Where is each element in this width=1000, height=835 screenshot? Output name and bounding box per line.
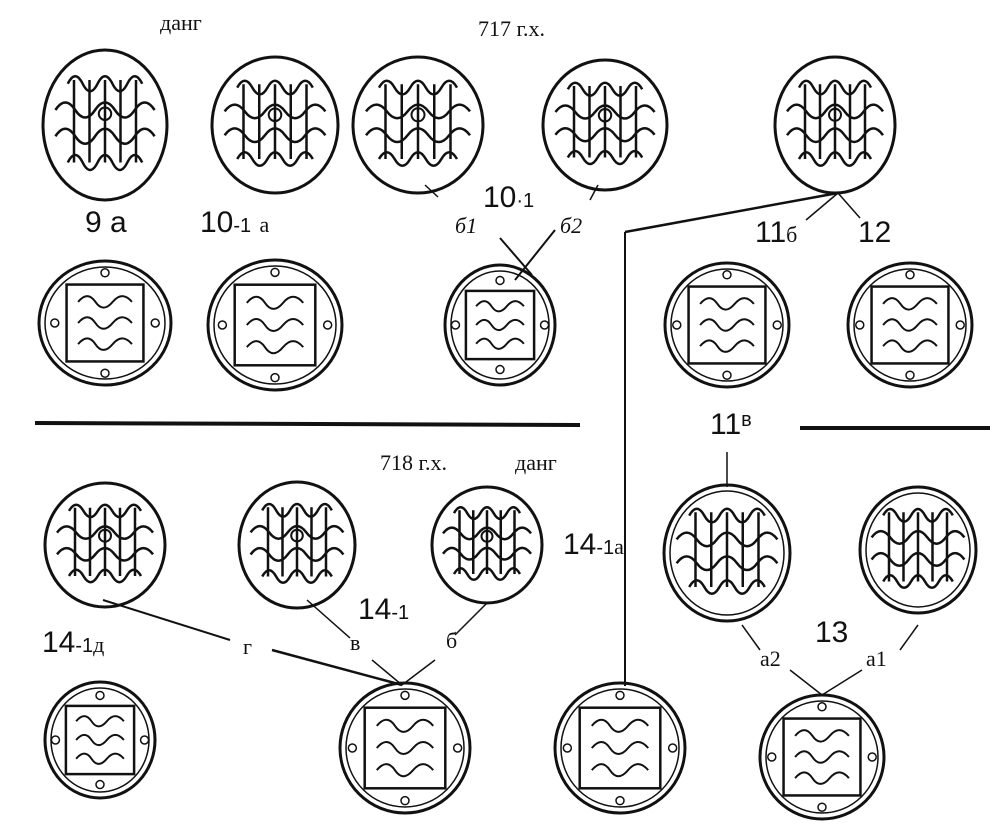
coin-11b-reverse <box>663 261 791 389</box>
coin-12-obverse <box>773 55 897 195</box>
connector-12-11b <box>805 192 839 221</box>
type-11v-label: 11в <box>710 410 752 440</box>
coin-10-1-reverse <box>443 263 557 387</box>
connector-a2 <box>741 624 761 651</box>
coin-14-1-reverse <box>338 681 472 815</box>
coin-14-1d-obverse <box>43 481 167 609</box>
label-sub: ·1 <box>516 190 535 212</box>
label-num: 11 <box>710 408 742 441</box>
coin-14-1b-obverse <box>430 485 544 605</box>
label-suffix: в <box>741 409 752 431</box>
connector-12-12 <box>837 192 861 219</box>
type-11b-label: 11б <box>755 218 797 248</box>
connector-g <box>102 599 231 641</box>
connector-to-12 <box>624 191 839 234</box>
denomination-label-bottom: данг <box>515 450 557 475</box>
denomination-label-top: данг <box>160 10 202 35</box>
coin-10-1b2-obverse <box>541 58 669 192</box>
label-num: 10 <box>200 206 234 239</box>
variant-g-label: г <box>243 634 253 659</box>
type-9a-label: 9 а <box>85 208 127 238</box>
year-718-label: 718 г.х. <box>380 450 448 475</box>
type-14-1d-label: 14-1д <box>42 628 104 658</box>
coin-10-1a-reverse <box>206 258 344 392</box>
coin-13-a1-obverse <box>858 485 978 615</box>
coin-9a-reverse <box>37 259 173 387</box>
type-10-1a-label: 10-1 а <box>200 208 269 238</box>
label-num: 14 <box>563 528 597 561</box>
variant-a1-label: а1 <box>866 646 887 671</box>
label-suffix: а <box>259 212 270 237</box>
connector-a1 <box>899 624 919 651</box>
connector-10-1b2 <box>589 184 599 201</box>
label-num: 14 <box>42 626 76 659</box>
type-13-label: 13 <box>815 616 849 649</box>
label-suffix: а <box>614 534 624 559</box>
variant-b2-label: б2 <box>560 213 583 238</box>
variant-v-label: в <box>350 630 361 655</box>
type-14-1a-label: 14-1а <box>563 530 624 560</box>
connector-a1b <box>821 669 863 696</box>
connector-a2b <box>789 669 823 696</box>
coin-9a-obverse <box>41 48 169 202</box>
variant-b1-label: б1 <box>455 213 478 238</box>
variant-a2-label: а2 <box>760 646 781 671</box>
type-10-1-label: 10·1 <box>483 183 534 213</box>
label-suffix: а <box>110 206 127 239</box>
coin-12-reverse <box>846 261 974 389</box>
connector-b <box>454 602 488 636</box>
label-sub: -1 <box>596 537 615 559</box>
coin-11v-obverse <box>662 483 792 623</box>
coin-10-1a-obverse <box>210 55 340 195</box>
divider-left <box>34 421 581 427</box>
label-suffix: б <box>786 222 798 247</box>
coin-10-1b1-obverse <box>351 55 485 195</box>
cross-line-2 <box>514 229 556 281</box>
coin-14-1v-obverse <box>237 480 357 610</box>
coin-14-1a-reverse <box>553 681 687 815</box>
variant-b-label: б <box>446 628 458 653</box>
label-sub: -1 <box>75 635 94 657</box>
connector-b2 <box>401 659 436 686</box>
label-sub: -1 <box>391 602 410 624</box>
year-717-label: 717 г.х. <box>478 16 546 41</box>
label-num: 14 <box>358 593 392 626</box>
connector-g2 <box>271 648 403 687</box>
label-num: 9 <box>85 206 102 239</box>
coin-14-1d-reverse <box>43 680 157 800</box>
label-num: 10 <box>483 181 517 214</box>
cross-line-1 <box>499 237 533 276</box>
connector-v2 <box>371 659 403 686</box>
type-14-1-label: 14-1 <box>358 595 409 625</box>
label-num: 11 <box>755 216 787 249</box>
type-12-label: 12 <box>858 216 892 249</box>
coin-13-reverse <box>758 693 886 821</box>
label-sub: -1 <box>233 215 252 237</box>
label-suffix: д <box>93 632 105 657</box>
